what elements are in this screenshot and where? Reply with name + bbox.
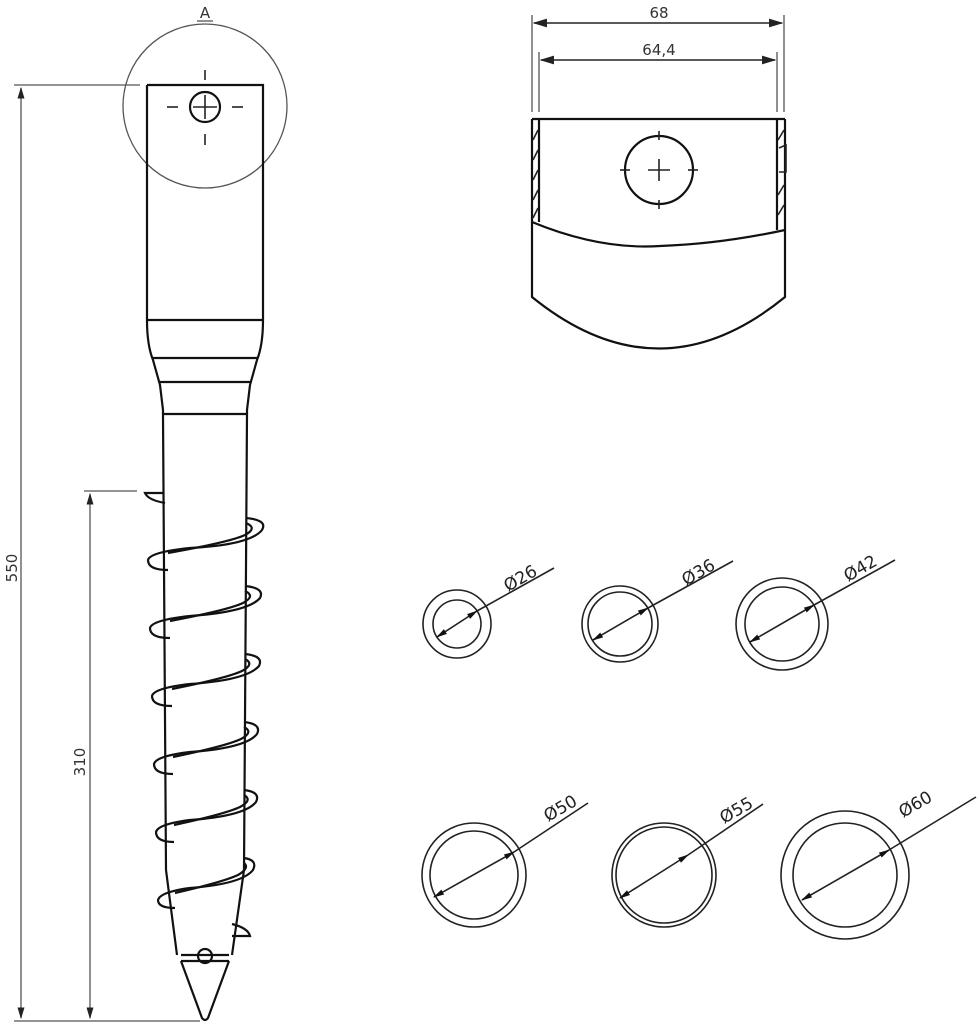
tube-section-42: Ø42 [735,552,896,671]
bolt-hole [188,90,222,124]
dimension-overall-length: 550 [3,84,200,1022]
tube-section-60: Ø60 [780,788,977,940]
helix-flights [146,516,265,910]
overall-length-label: 550 [3,554,21,583]
tube-section-50: Ø50 [421,792,589,928]
helix-length-label: 310 [71,748,89,777]
diameter-label-55: Ø55 [717,794,757,829]
detail-a-marker: A [200,4,211,22]
diameter-label-26: Ø26 [501,562,541,597]
detail-a-view: 68 64,4 [530,4,787,350]
diameter-label-36: Ø36 [679,556,719,591]
diameter-label-42: Ø42 [841,552,881,587]
outer-width-label: 68 [649,4,668,22]
detail-a-circle [122,23,288,189]
tube-section-55: Ø55 [611,794,764,928]
ground-screw-side-view: A [122,4,288,1022]
dimension-helix-length: 310 [71,490,137,1020]
tube-section-36: Ø36 [581,556,734,663]
inner-width-label: 64,4 [642,41,675,59]
diameter-label-60: Ø60 [896,788,936,823]
tube-section-26: Ø26 [422,562,555,659]
